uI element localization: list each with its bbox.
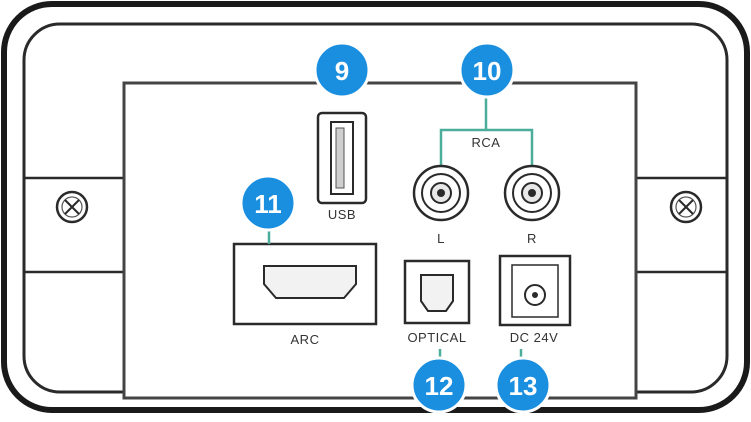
usb-port xyxy=(316,111,368,205)
optical-port xyxy=(403,259,471,325)
rca-group-label: RCA xyxy=(472,135,501,150)
callout-badge-12: 12 xyxy=(410,356,468,414)
connector-panel xyxy=(122,81,638,400)
callout-10-number: 10 xyxy=(473,56,502,86)
optical-label: OPTICAL xyxy=(407,330,466,345)
callout-badge-9: 9 xyxy=(313,41,371,99)
callout-13-number: 13 xyxy=(509,371,538,401)
right-screw-icon xyxy=(669,190,703,224)
arc-hdmi-port xyxy=(232,242,378,326)
rca-right-label: R xyxy=(527,231,537,246)
rca-left-label: L xyxy=(437,231,445,246)
dc-power-jack xyxy=(498,254,572,327)
callout-9-number: 9 xyxy=(335,56,349,86)
arc-label: ARC xyxy=(291,332,320,347)
left-screw-icon xyxy=(55,190,89,224)
callout-badge-11: 11 xyxy=(239,174,297,232)
callout-badge-13: 13 xyxy=(494,356,552,414)
rca-right-jack xyxy=(503,164,561,222)
usb-label: USB xyxy=(328,207,356,222)
callout-12-number: 12 xyxy=(425,371,454,401)
rca-left-jack xyxy=(412,164,470,222)
callout-badge-10: 10 xyxy=(458,41,516,99)
callout-11-number: 11 xyxy=(254,189,282,219)
dc-label: DC 24V xyxy=(510,330,559,345)
